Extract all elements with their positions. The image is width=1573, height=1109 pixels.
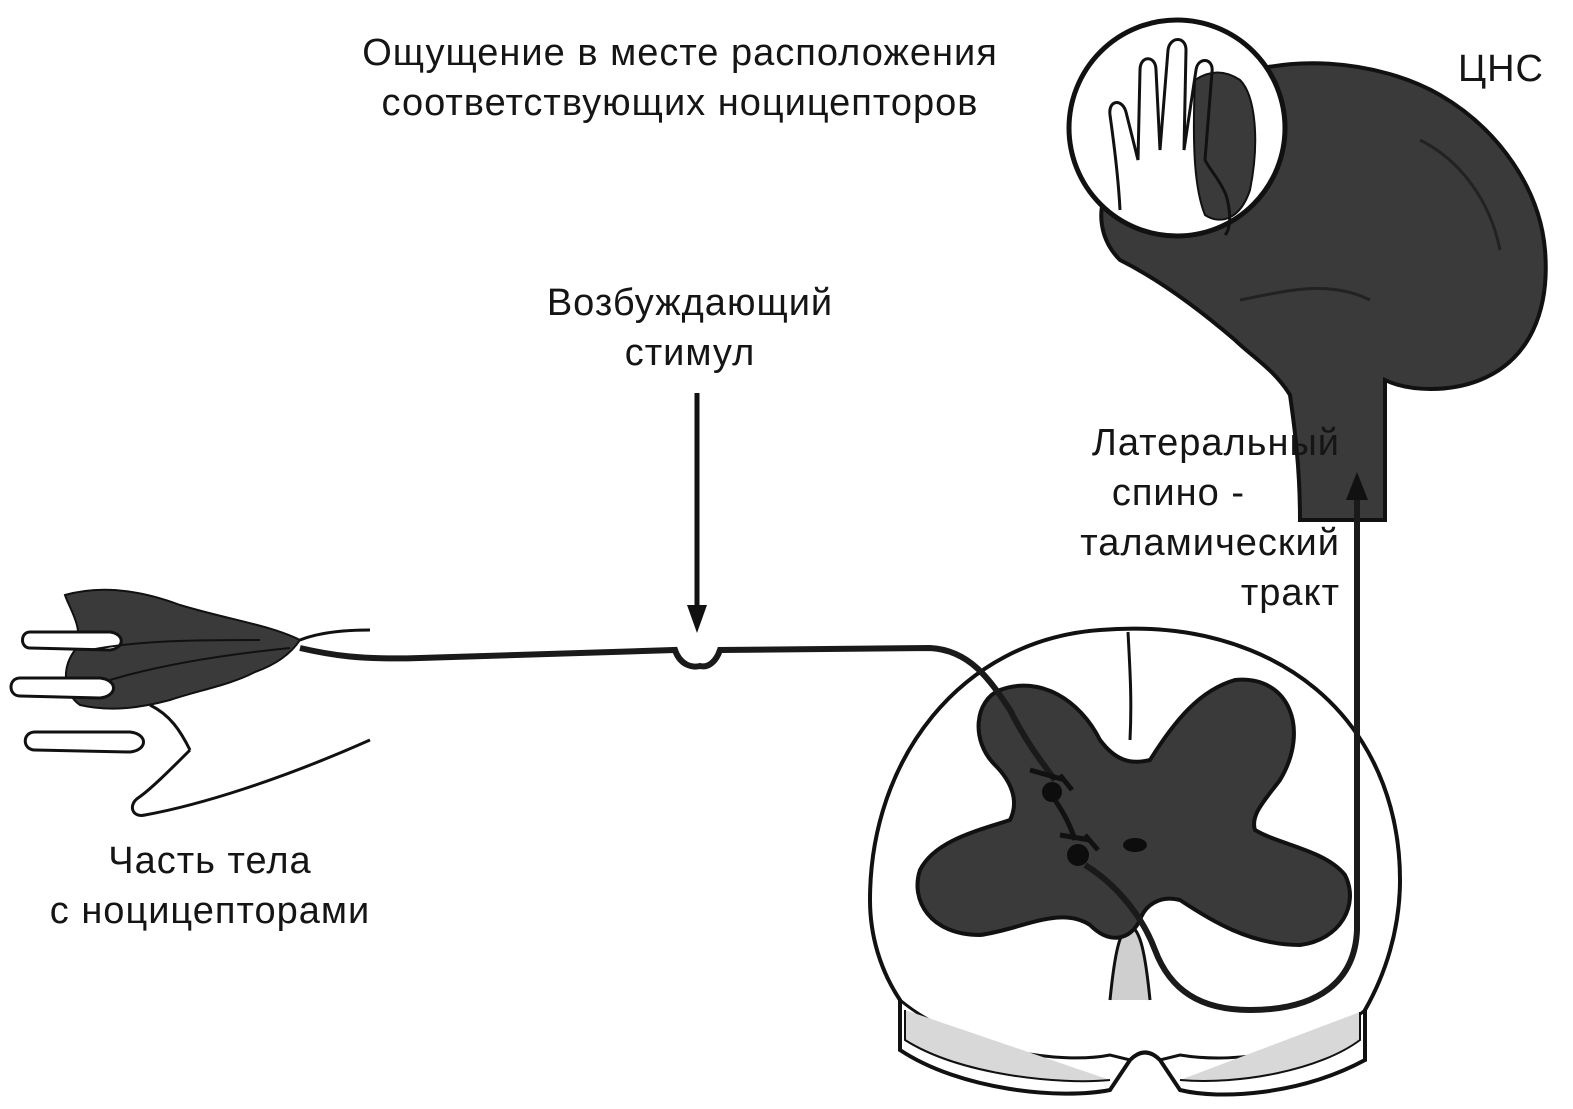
stimulus-line-2: стимул — [500, 328, 880, 378]
cns-label: ЦНС — [1458, 44, 1544, 94]
stimulus-label: Возбуждающий стимул — [500, 278, 880, 378]
cns-text: ЦНС — [1458, 44, 1544, 94]
tract-line-1: Латеральный — [960, 418, 1340, 468]
sensation-line-2: соответствующих ноцицепторов — [300, 78, 1060, 128]
tract-line-2: спино - — [960, 468, 1340, 518]
sensation-hand-circle — [1069, 20, 1285, 236]
body-part-label: Часть тела с ноцицепторами — [10, 836, 410, 936]
body-part-line-1: Часть тела — [10, 836, 410, 886]
tract-line-4: тракт — [960, 568, 1340, 618]
spinal-cord — [870, 629, 1400, 1095]
sensation-line-1: Ощущение в месте расположения — [300, 28, 1060, 78]
stimulus-line-1: Возбуждающий — [500, 278, 880, 328]
hand-with-nociceptors — [11, 590, 370, 816]
spinothalamic-tract-label: Латеральный спино - таламический тракт — [960, 418, 1340, 618]
tract-line-3: таламический — [960, 518, 1340, 568]
body-part-line-2: с ноцицепторами — [10, 886, 410, 936]
stimulus-arrow — [687, 393, 707, 633]
sensation-location-label: Ощущение в месте расположения соответств… — [300, 28, 1060, 128]
